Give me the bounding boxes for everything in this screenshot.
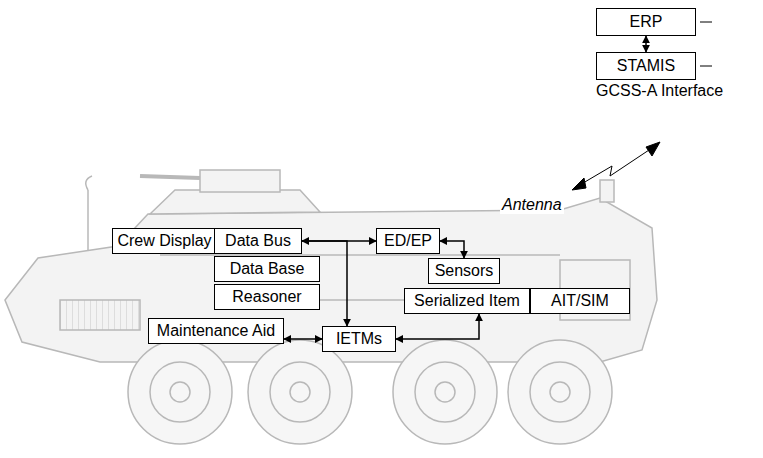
- erp-box: ERP: [596, 8, 696, 36]
- box-label: Reasoner: [232, 288, 301, 306]
- edep-box: ED/EP: [376, 228, 440, 254]
- wireless-link: [572, 142, 660, 190]
- display-box: Crew Display: [112, 228, 217, 254]
- antenna-label: Antenna: [500, 196, 564, 214]
- box-label: Data Base: [230, 260, 305, 278]
- box-label: Serialized Item: [414, 292, 520, 310]
- ietm-box: IETMs: [322, 326, 396, 352]
- connector-arrow: [645, 36, 647, 52]
- stamis-box: STAMIS: [596, 52, 696, 80]
- tick-line: [700, 22, 712, 23]
- box-label: AIT/SIM: [551, 292, 609, 310]
- database-box: Data Base: [214, 256, 320, 282]
- box-label: Sensors: [435, 262, 494, 280]
- box-label: Data Bus: [225, 232, 291, 250]
- ait-box: AIT/SIM: [530, 288, 630, 314]
- box-label: IETMs: [336, 330, 382, 348]
- bus-box: Data Bus: [214, 228, 302, 254]
- item-box: Serialized Item: [404, 288, 530, 314]
- box-label: STAMIS: [617, 57, 675, 75]
- connector-arrow: [284, 338, 322, 340]
- box-label: ED/EP: [384, 232, 432, 250]
- box-label: Crew Display: [117, 232, 211, 250]
- connector-arrow: [396, 314, 479, 339]
- tick-line: [700, 66, 712, 67]
- box-label: Maintenance Aid: [157, 322, 275, 340]
- connector-arrow: [440, 241, 464, 258]
- sensor-box: Sensors: [428, 258, 500, 284]
- box-label: ERP: [630, 13, 663, 31]
- interface-label: GCSS-A Interface: [594, 82, 725, 100]
- maintenance-box: Maintenance Aid: [148, 318, 284, 344]
- reasoner-box: Reasoner: [214, 284, 320, 310]
